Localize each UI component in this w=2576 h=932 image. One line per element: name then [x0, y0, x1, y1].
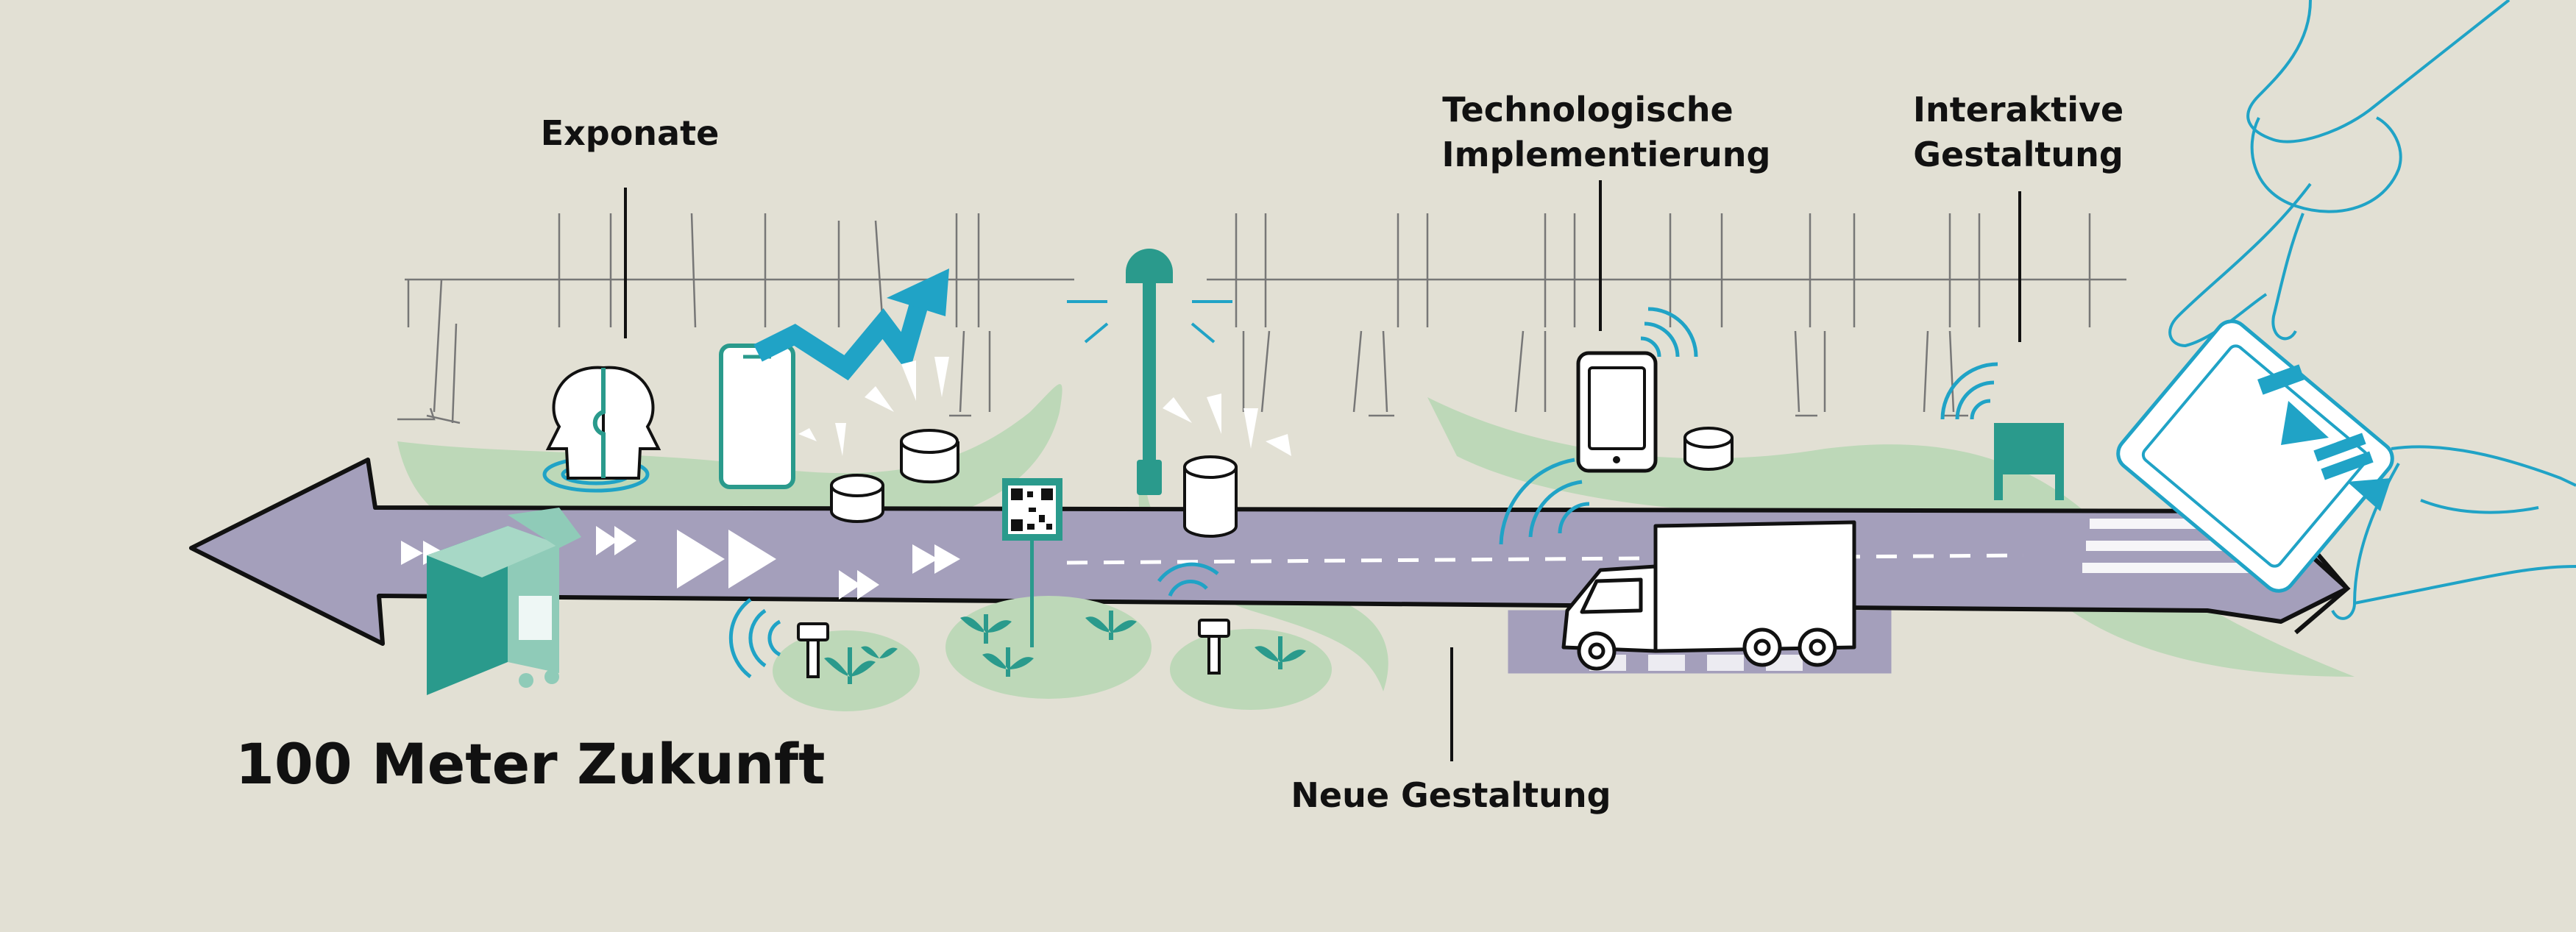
wifi-icon: [1499, 458, 1590, 545]
wifi-icon: [1940, 362, 1998, 420]
sensor-post-icon: [797, 619, 1230, 678]
street-lamp-icon: [1067, 249, 1232, 495]
label-new-design: Neue Gestaltung: [1291, 775, 1611, 815]
label-exhibits: Exponate: [541, 113, 720, 153]
smartphone-icon: [719, 344, 795, 489]
label-interactive-line1: Interaktive: [1913, 90, 2123, 129]
background-sketch: [397, 213, 2126, 424]
leader-lines: [624, 180, 2021, 761]
label-interactive-line2: Gestaltung: [1913, 135, 2123, 174]
tablet-icon: [2116, 319, 2394, 593]
interactive-stand-icon: [1994, 423, 2064, 500]
cylinder-sensor-icon: [1183, 455, 1238, 538]
truck-icon: [1561, 520, 1856, 671]
wifi-icon: [1640, 307, 1698, 357]
green-path: [1138, 456, 1388, 691]
hand-icon: [2168, 0, 2576, 620]
green-path: [397, 384, 1062, 538]
growth-arrow-icon: [753, 268, 949, 381]
head-puzzle-icon: [542, 366, 661, 493]
tablet-icon: [1576, 351, 1658, 473]
qr-sign-icon: [1002, 478, 1062, 647]
kiosk-icon: [427, 508, 581, 695]
wifi-icon: [728, 562, 1219, 679]
play-controls-icon: [2257, 364, 2391, 511]
page-title: 100 Meter Zukunft: [235, 731, 825, 797]
plant-icon: [824, 611, 1306, 684]
cylinder-sensor-icon: [830, 427, 1734, 523]
label-tech-line1: Technologische: [1442, 90, 1734, 129]
green-island: [773, 596, 1332, 711]
spark-icon: [798, 357, 1291, 456]
label-tech-line2: Implementierung: [1442, 135, 1771, 174]
